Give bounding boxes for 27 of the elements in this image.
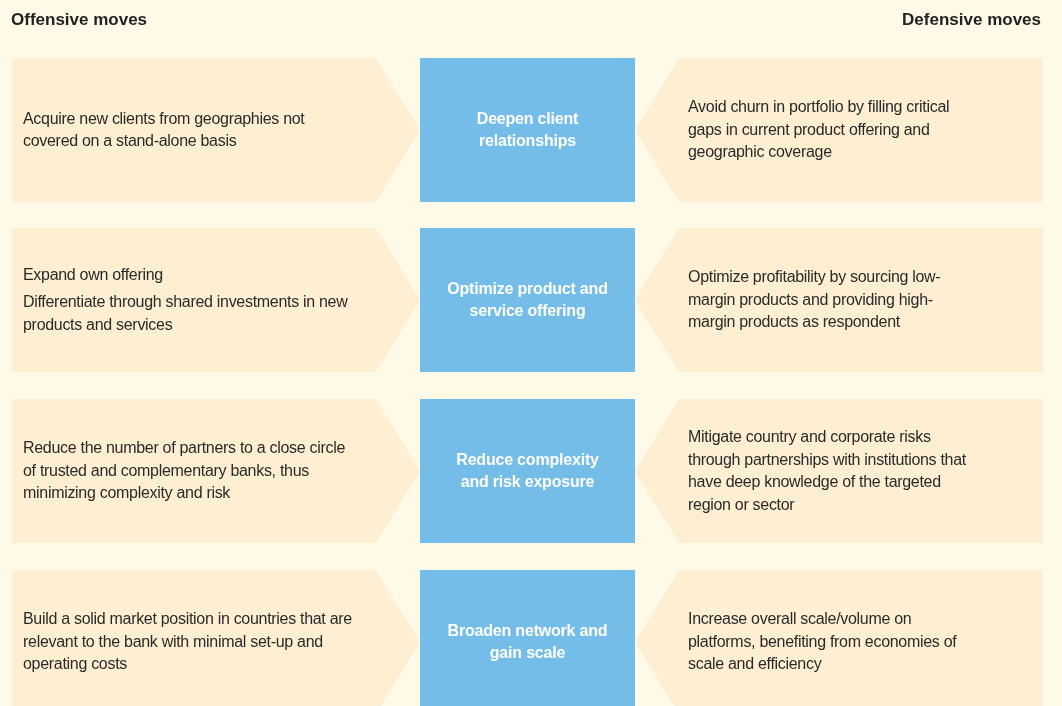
move-text: Expand own offering [23,264,164,285]
defensive-move-panel [635,58,1043,202]
column-heading: Offensive moves [11,10,148,30]
defensive-move-panel [635,399,1043,543]
goal-box [420,58,635,202]
move-text: Mitigate country and corporate risks through partnerships with institutions that have deep knowledge of the targeted region or sector [688,427,967,515]
goal-text: Deepen client relationships [475,108,580,151]
move-text: Differentiate through shared investments in new products and services [23,292,349,335]
move-text: Reduce the number of partners to a close circle of trusted and complementary banks, thus minimizing complexity and risk [23,438,347,504]
goal-box [420,570,635,706]
offensive-move-panel [12,570,420,706]
offensive-move-panel [12,58,420,202]
offensive-move-panel [12,399,420,543]
goal-box [420,399,635,543]
move-text: Optimize profitability by sourcing low-margin products and providing high-margin products as respondent [688,267,942,333]
move-text: Build a solid market position in countries that are relevant to the bank with minimal set-up and operating costs [23,609,353,675]
defensive-move-panel [635,228,1043,372]
defensive-move-panel [635,570,1043,706]
column-heading: Defensive moves [902,10,1041,30]
goal-text: Broaden network and gain scale [446,620,609,663]
move-text: Acquire new clients from geographies not covered on a stand-alone basis [23,108,306,151]
move-text: Avoid churn in portfolio by filling critical gaps in current product offering and geographic coverage [688,97,951,163]
goal-text: Reduce complexity and risk exposure [455,449,600,492]
goal-box [420,228,635,372]
goal-text: Optimize product and service offering [446,278,609,321]
move-text: Increase overall scale/volume on platforms, benefiting from economies of scale and efficiency [688,609,958,675]
offensive-move-panel [12,228,420,372]
